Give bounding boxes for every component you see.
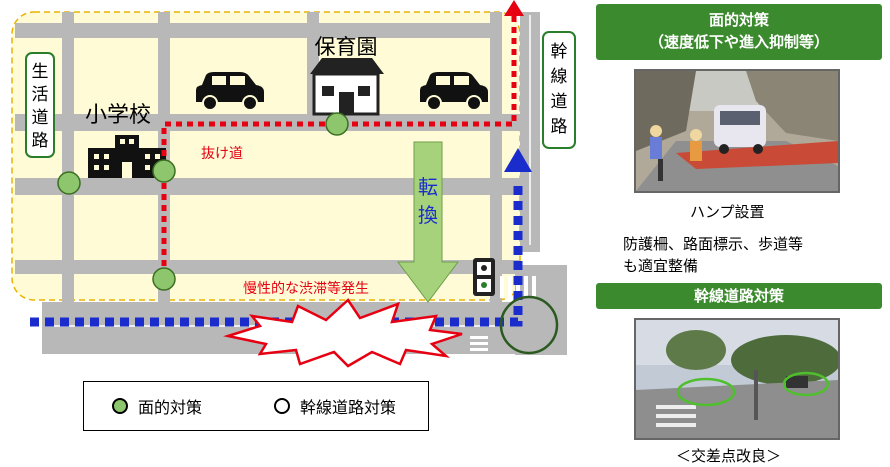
- red-arrow-head: [504, 0, 524, 16]
- legend-arterial-icon: [274, 398, 290, 414]
- residential-road-sign: [25, 52, 55, 158]
- road-map-diagram: 生活道路 幹線道路 保育園: [11, 0, 576, 368]
- shift-arrow: [397, 141, 459, 303]
- area-measure-marker: [325, 112, 349, 136]
- legend: 面的対策 幹線道路対策: [83, 381, 429, 431]
- arterial-measure-marker: [499, 295, 559, 355]
- measures-line1: 防護柵、路面標示、歩道等: [623, 235, 804, 253]
- area-measure-marker: [152, 267, 176, 291]
- hump-photo: [634, 69, 840, 193]
- area-header-title: 面的対策: [708, 11, 769, 29]
- nursery-building-icon: [310, 58, 384, 116]
- blue-arrow-head: [504, 148, 532, 172]
- intersection-caption: ＜交差点改良＞: [676, 447, 782, 465]
- legend-area-label: 面的対策: [138, 398, 203, 417]
- shift-label: 転換: [418, 175, 438, 227]
- arterial-measures-header: 幹線道路対策: [596, 283, 882, 309]
- car-icon: [420, 72, 488, 111]
- congestion-label: 慢性的な渋滞等発生: [243, 280, 369, 297]
- intersection-photo: [634, 318, 840, 440]
- crosswalk: [500, 276, 536, 298]
- shortcut-route: [161, 10, 517, 288]
- school-label: 小学校: [85, 103, 151, 128]
- area-measure-marker: [152, 159, 176, 183]
- congestion-burst: [223, 298, 463, 368]
- hump-caption: ハンプ設置: [690, 203, 765, 221]
- residential-road-sign-text: 生活道路: [32, 62, 49, 151]
- area-measure-marker: [57, 171, 81, 195]
- arterial-road-sign-text: 幹線道路: [551, 41, 568, 137]
- arterial-road-sign: [542, 31, 576, 149]
- measures-line2: も適宜整備: [623, 257, 699, 275]
- legend-area-icon: [112, 398, 128, 414]
- shortcut-label: 抜け道: [201, 146, 243, 162]
- car-icon: [196, 72, 264, 111]
- area-measures-header: 面的対策 （速度低下や進入抑制等）: [596, 4, 882, 60]
- area-header-subtitle: （速度低下や進入抑制等）: [648, 33, 829, 51]
- nursery-label: 保育園: [315, 35, 378, 59]
- legend-arterial-label: 幹線道路対策: [300, 398, 397, 417]
- arterial-route: [30, 180, 523, 327]
